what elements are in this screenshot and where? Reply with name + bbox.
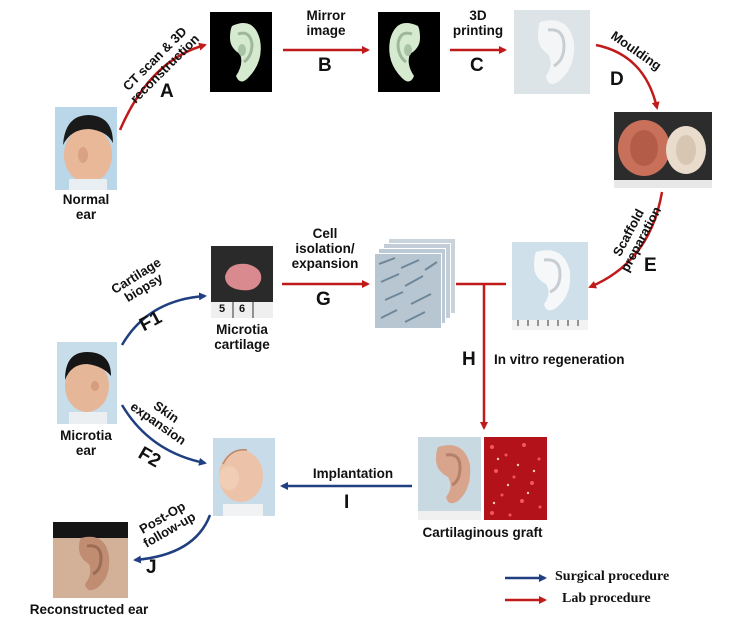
step-c-label: 3D printing [452, 8, 504, 38]
ear-moulds-photo [614, 112, 712, 188]
mirror-ear-model-photo [378, 12, 440, 92]
microtia-cartilage-photo: 5 6 [211, 246, 273, 318]
step-i-letter: I [344, 492, 350, 513]
printed-ear-photo [514, 10, 590, 94]
step-c-letter: C [470, 55, 484, 76]
ruler-number-6: 6 [239, 303, 246, 315]
arrow-d [595, 43, 660, 110]
ruler-number-5: 5 [219, 303, 226, 315]
microtia-ear-photo [57, 342, 117, 424]
cartilaginous-graft-label: Cartilaginous graft [422, 525, 543, 540]
skin-expansion-photo [213, 438, 275, 516]
reconstructed-ear-photo [53, 522, 128, 598]
step-a-letter: A [160, 81, 174, 102]
step-b-label: Mirror image [306, 8, 346, 38]
step-h-label: In vitro regeneration [494, 352, 625, 367]
ct-ear-model-photo [210, 12, 272, 92]
normal-ear-photo [55, 107, 117, 190]
step-j-letter: J [146, 557, 157, 578]
cartilaginous-graft-ear-photo [418, 437, 481, 520]
arrow-e [588, 191, 664, 289]
normal-ear-label: Normal ear [62, 192, 110, 222]
step-g-letter: G [316, 289, 331, 310]
arrow-f2 [120, 404, 207, 466]
step-g-label: Cell isolation/ expansion [291, 226, 359, 271]
step-i-label: Implantation [312, 466, 394, 481]
step-d-letter: D [610, 69, 624, 90]
cell-culture-stack [374, 238, 456, 329]
arrow-j [133, 514, 212, 564]
arrow-f1 [120, 292, 207, 346]
scaffold-ear-photo [512, 242, 588, 330]
step-b-letter: B [318, 55, 332, 76]
reconstructed-ear-label: Reconstructed ear [29, 602, 149, 617]
cartilaginous-graft-histology-photo [484, 437, 547, 520]
microtia-cartilage-label: Microtia cartilage [214, 322, 270, 352]
arrow-a [118, 42, 207, 131]
step-e-letter: E [644, 255, 657, 276]
legend-lab-label: Lab procedure [562, 591, 651, 606]
step-h-letter: H [462, 349, 476, 370]
microtia-ear-label: Microtia ear [60, 428, 112, 458]
legend-surgical-label: Surgical procedure [555, 569, 670, 584]
